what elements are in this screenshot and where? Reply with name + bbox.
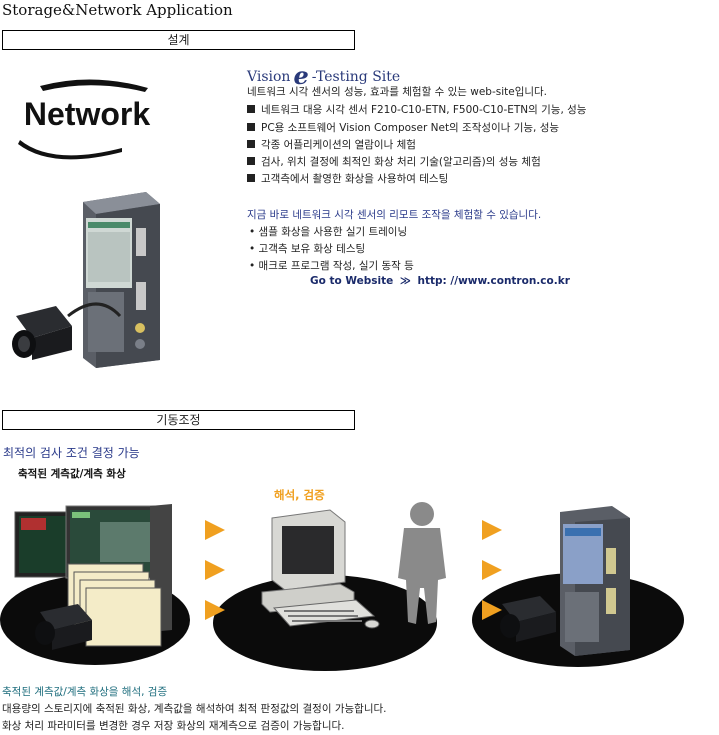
section-header-design: 설계 xyxy=(2,30,355,50)
website-link[interactable]: Go to Website ≫ http: //www.contron.co.k… xyxy=(310,275,570,287)
footer-heading: 축적된 계측값/계측 화상을 해석, 검증 xyxy=(2,686,168,698)
link-url: http: //www.contron.co.kr xyxy=(417,275,570,287)
footer-line-2: 화상 처리 파라미터를 변경한 경우 저장 화상의 재계측으로 검증이 가능합니… xyxy=(2,720,345,732)
remote-bullet: • 샘플 화상을 사용한 실기 트레이닝 xyxy=(249,226,408,238)
section-label: 설계 xyxy=(167,33,190,47)
double-arrow-icon: ≫ xyxy=(399,275,411,287)
optimal-heading: 최적의 검사 조건 결정 가능 xyxy=(3,446,140,460)
feature-item: 검사, 위치 결정에 최적인 화상 처리 기술(알고리즘)의 성능 체험 xyxy=(247,154,541,169)
feature-item: PC용 소프트웨어 Vision Composer Net의 조작성이나 기능,… xyxy=(247,120,559,135)
square-bullet-icon xyxy=(247,174,255,182)
intro-text: 네트워크 시각 센서의 성능, 효과를 체험할 수 있는 web-site입니다… xyxy=(247,86,548,98)
network-logo: Network xyxy=(12,70,162,165)
measure-label: 축적된 계측값/계측 화상 xyxy=(18,468,126,480)
section-label: 기동조정 xyxy=(156,413,201,427)
square-bullet-icon xyxy=(247,123,255,131)
feature-item: 고객측에서 촬영한 화상을 사용하여 테스팅 xyxy=(247,171,448,186)
vision-suffix: -Testing Site xyxy=(311,69,401,85)
remote-heading: 지금 바로 네트워크 시각 센서의 리모트 조작을 체험할 수 있습니다. xyxy=(247,209,542,221)
remote-bullet: • 고객측 보유 화상 테스팅 xyxy=(249,243,366,255)
square-bullet-icon xyxy=(247,140,255,148)
square-bullet-icon xyxy=(247,105,255,113)
vision-prefix: Vision xyxy=(247,69,291,85)
remote-bullet: • 매크로 프로그램 작성, 실기 동작 등 xyxy=(249,260,414,272)
feature-item: 네트워크 대응 시각 센서 F210-C10-ETN, F500-C10-ETN… xyxy=(247,102,586,117)
e-logo-icon: e xyxy=(293,61,309,90)
network-logo-text: Network xyxy=(24,96,150,132)
analysis-label: 해석, 검증 xyxy=(274,488,325,502)
sensor-controller-image xyxy=(8,188,178,368)
workflow-diagram xyxy=(0,500,719,680)
square-bullet-icon xyxy=(247,157,255,165)
section-header-startup: 기동조정 xyxy=(2,410,355,430)
feature-item: 각종 어플리케이션의 열람이나 체험 xyxy=(247,137,416,152)
link-prefix: Go to Website xyxy=(310,275,394,287)
app-title: Storage&Network Application xyxy=(2,1,233,19)
footer-line-1: 대용량의 스토리지에 축적된 화상, 계측값을 해석하여 최적 판정값의 결정이… xyxy=(2,703,387,715)
